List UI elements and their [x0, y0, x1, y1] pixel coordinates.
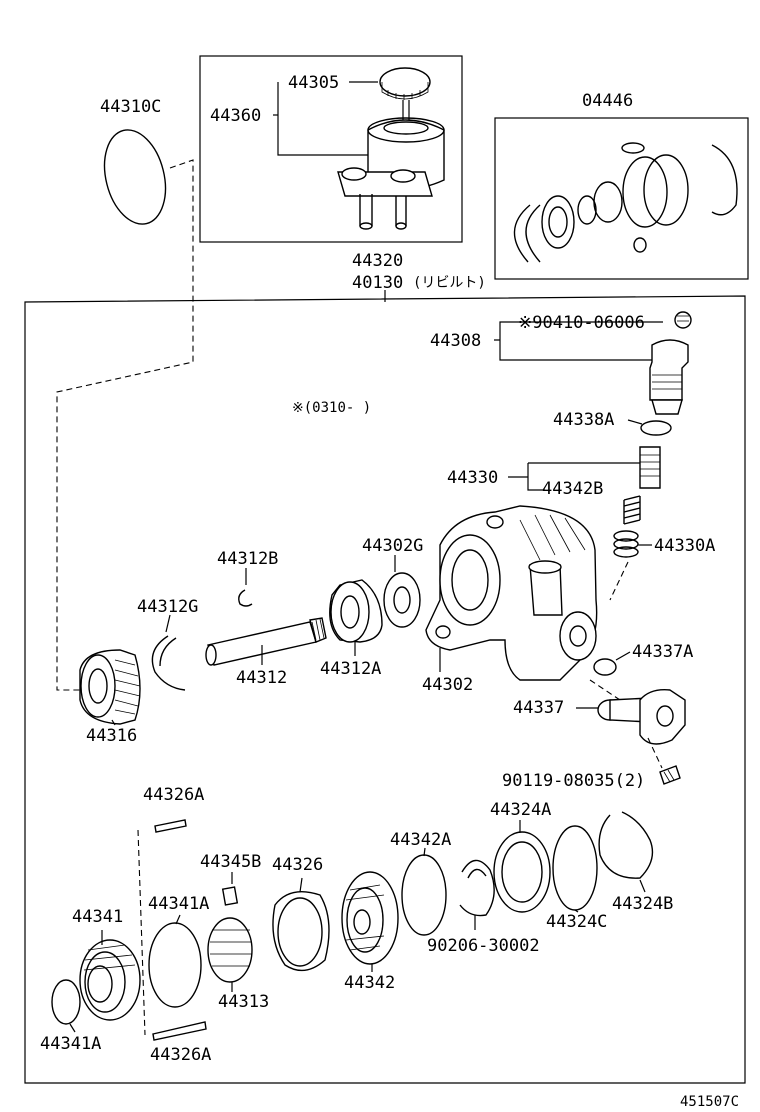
valve-44330 [639, 446, 661, 489]
cam-ring-44326 [272, 891, 330, 972]
o-ring-44337A [593, 658, 617, 676]
o-ring-44338A [640, 420, 672, 436]
label-44312G: 44312G [137, 597, 198, 617]
label-44341: 44341 [72, 907, 123, 927]
axis-44337-line [589, 679, 621, 701]
label-40130-note: (リビルト) [413, 275, 486, 291]
o-ring-44324C [552, 825, 598, 911]
leader-44341A-bot [69, 1023, 76, 1033]
seal-44302G [383, 572, 421, 628]
snap-ring-90206-b [467, 868, 487, 879]
bearing-44316 [79, 649, 141, 725]
label-44320: 44320 [352, 251, 403, 271]
snap-ring-44312G [151, 635, 186, 691]
label-44324B: 44324B [612, 894, 673, 914]
label-40130: 40130 [352, 273, 403, 293]
label-90206: 90206-30002 [427, 936, 540, 956]
union-44337 [597, 689, 686, 745]
bolt-90119 [659, 765, 681, 785]
label-44312: 44312 [236, 668, 287, 688]
label-44313: 44313 [218, 992, 269, 1012]
pump-assembly-frame [24, 295, 746, 1084]
label-44345B: 44345B [200, 852, 261, 872]
label-44337: 44337 [513, 698, 564, 718]
leader-44308 [494, 321, 663, 361]
label-04446: 04446 [582, 91, 633, 111]
leader-44330 [508, 462, 640, 491]
leader-44342A [423, 847, 426, 857]
snap-ring-44312G-b [159, 637, 177, 667]
side-plate-44342 [341, 871, 399, 965]
label-44326: 44326 [272, 855, 323, 875]
cover-44324A [493, 831, 551, 913]
diagram-code: 451507C [680, 1094, 739, 1110]
leader-44316 [111, 719, 116, 726]
label-44337A: 44337A [632, 642, 693, 662]
pump-body-44302 [425, 505, 598, 681]
label-44312B: 44312B [217, 549, 278, 569]
leader-44324B [639, 879, 646, 893]
seal-kit-box [494, 117, 749, 280]
reservoir-box [199, 55, 463, 243]
cam-ring-44341 [79, 939, 141, 1021]
connector-44308 [649, 339, 689, 415]
dashed-link-44310C [56, 159, 194, 691]
key-44312B [238, 589, 253, 607]
seal-kit-04446 [513, 142, 738, 263]
label-44310C: 44310C [100, 97, 161, 117]
label-90119: 90119-08035(2) [502, 771, 645, 791]
leader-44337A [615, 651, 631, 661]
label-44330A: 44330A [654, 536, 715, 556]
label-44326A-bot: 44326A [150, 1045, 211, 1065]
spring-44330A [613, 530, 639, 558]
label-44312A: 44312A [320, 659, 381, 679]
label-44308: 44308 [430, 331, 481, 351]
label-44341A-mid: 44341A [148, 894, 209, 914]
label-44302: 44302 [422, 675, 473, 695]
leader-44312G [165, 614, 171, 633]
label-44316: 44316 [86, 726, 137, 746]
label-44360: 44360 [210, 106, 261, 126]
label-44324A: 44324A [490, 800, 551, 820]
label-44302G: 44302G [362, 536, 423, 556]
label-44342: 44342 [344, 973, 395, 993]
label-44326A-top: 44326A [143, 785, 204, 805]
spring-44342B [623, 495, 641, 525]
leader-44324C [574, 909, 579, 913]
snap-ring-90206 [459, 859, 495, 917]
rotor-44313 [207, 886, 253, 983]
shaft-44312 [205, 617, 327, 666]
label-44324C: 44324C [546, 912, 607, 932]
o-ring-44341A-small [51, 979, 81, 1025]
o-ring-44342A [401, 854, 447, 936]
bearing-44312A [329, 579, 383, 643]
label-44338A: 44338A [553, 410, 614, 430]
axis-valve-line [609, 561, 629, 601]
label-44330: 44330 [447, 468, 498, 488]
label-44342B: 44342B [542, 479, 603, 499]
pin-44326A-top [154, 819, 187, 833]
label-note-0310: ※(0310- ) [292, 400, 371, 416]
label-90410: ※90410-06006 [518, 313, 645, 333]
axis-bolt-line [647, 737, 663, 769]
o-ring-44341A [148, 922, 202, 1008]
label-44305: 44305 [288, 73, 339, 93]
snap-ring-44324B [598, 811, 654, 879]
leader-44360 [277, 82, 368, 156]
leader-44341A-mid [175, 914, 181, 925]
pin-44326A-bot [152, 1021, 207, 1041]
reservoir-44360 [337, 67, 445, 230]
o-ring-44310C [103, 129, 167, 225]
dash-pins [137, 829, 146, 1036]
bolt-90410 [674, 311, 692, 329]
label-44341A-bot: 44341A [40, 1034, 101, 1054]
leader-44338A [627, 419, 643, 425]
leader-44326 [299, 877, 303, 893]
label-44342A: 44342A [390, 830, 451, 850]
